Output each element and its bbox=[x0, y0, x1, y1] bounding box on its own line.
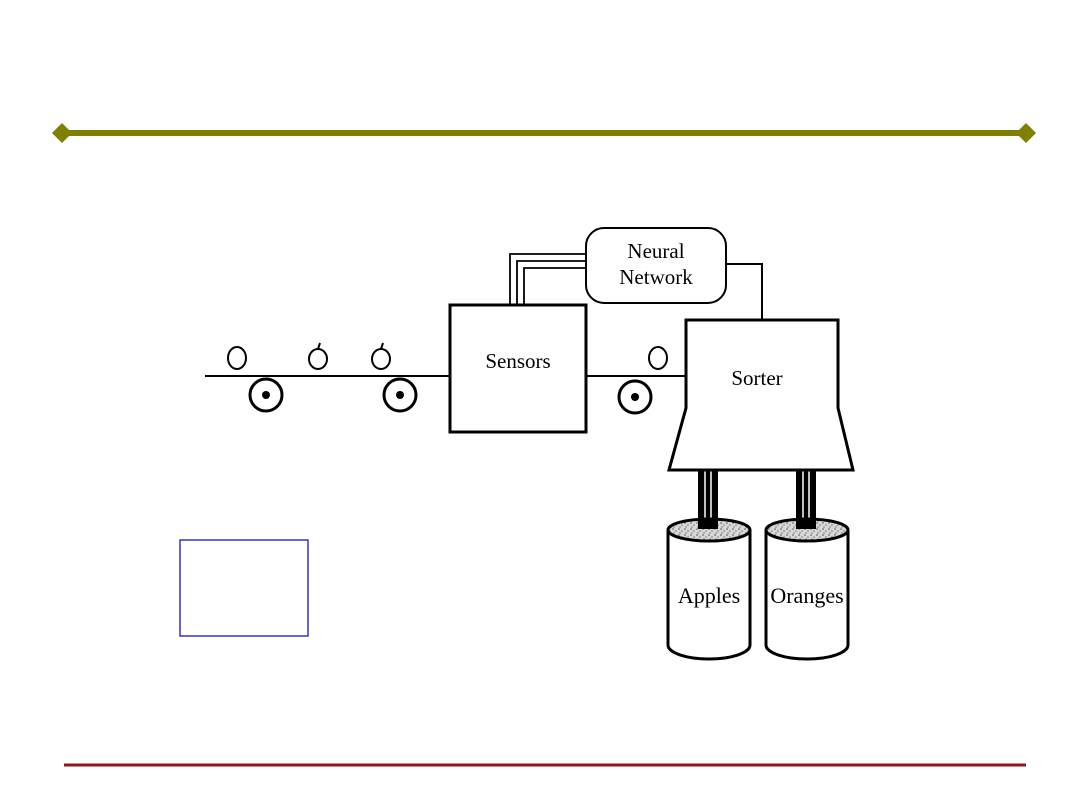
sorter-box: Sorter bbox=[667, 318, 855, 472]
roller-icon bbox=[248, 377, 284, 413]
sorter-label: Sorter bbox=[731, 366, 782, 390]
apples-bin-label: Apples bbox=[678, 583, 740, 608]
apple-icon bbox=[308, 342, 328, 370]
roller-icon bbox=[382, 377, 418, 413]
left-diamond-icon bbox=[52, 123, 72, 143]
neural-network-label-line1: Neural bbox=[627, 239, 684, 263]
apples-bin: Apples bbox=[666, 517, 752, 661]
blank-text-box bbox=[179, 539, 309, 637]
sensors-label: Sensors bbox=[485, 349, 550, 373]
oranges-bin-label: Oranges bbox=[770, 583, 843, 608]
sensors-box: Sensors bbox=[448, 303, 588, 434]
sensor-cable bbox=[509, 253, 586, 305]
neural-network-label-line2: Network bbox=[619, 265, 693, 289]
oranges-bin: Oranges bbox=[764, 517, 850, 661]
apple-icon bbox=[371, 342, 391, 370]
sorter-cable bbox=[726, 263, 763, 320]
right-diamond-icon bbox=[1016, 123, 1036, 143]
roller-icon bbox=[617, 379, 653, 415]
neural-network-box: Neural Network bbox=[585, 227, 727, 304]
orange-icon bbox=[648, 346, 668, 370]
orange-icon bbox=[227, 346, 247, 370]
top-rule bbox=[52, 123, 1036, 143]
